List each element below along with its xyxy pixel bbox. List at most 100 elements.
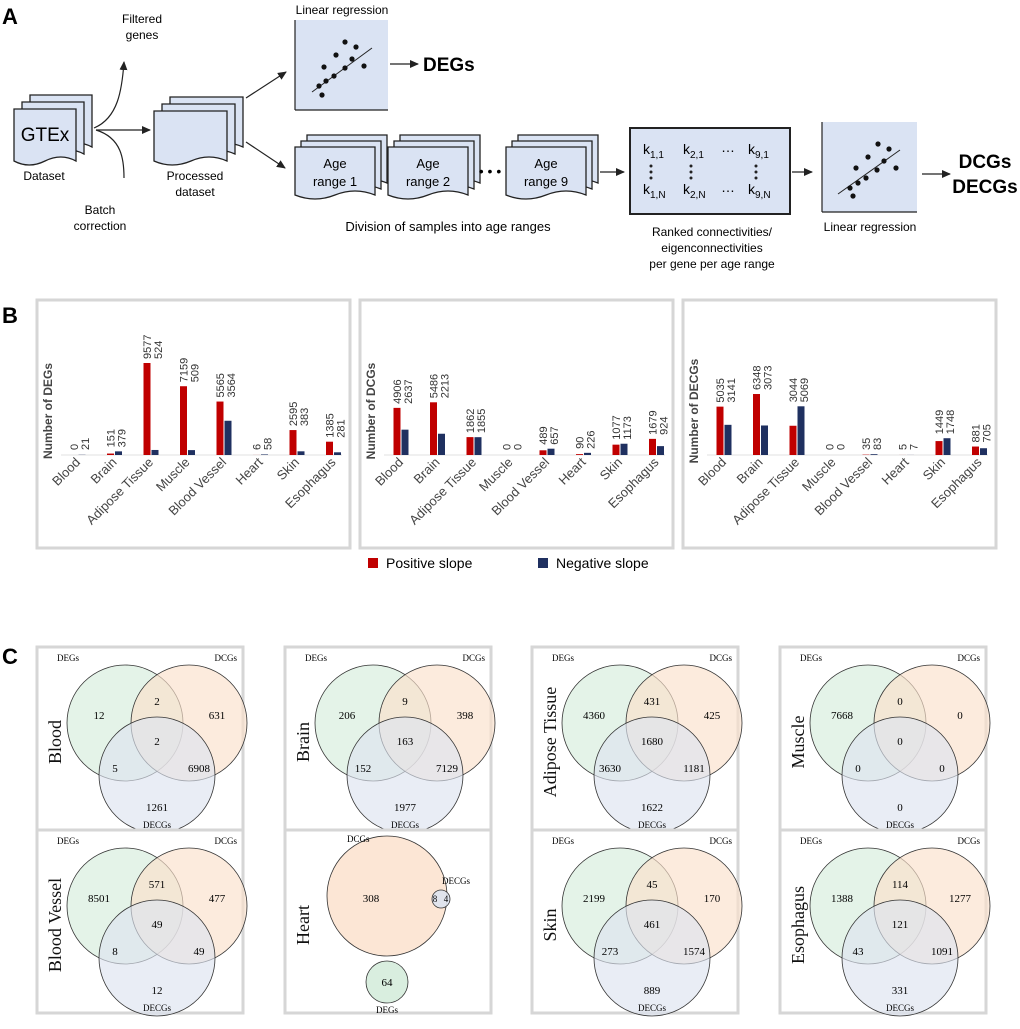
venn-region-count: 1622	[641, 802, 663, 814]
bar-negative	[152, 450, 159, 455]
age-range-ellipsis: • • •	[479, 163, 502, 179]
venn-circle-decgs	[842, 717, 958, 833]
bar-negative	[871, 454, 878, 455]
division-label: Division of samples into age ranges	[345, 219, 551, 234]
venn-region-count: 631	[209, 710, 226, 722]
gtex-label: GTEx	[21, 125, 70, 146]
bar-negative	[621, 444, 628, 455]
venn-region-count: 0	[939, 763, 945, 775]
matrix-vertical-dot	[690, 171, 693, 174]
data-label-negative: 924	[659, 417, 671, 435]
venn-region-count: 889	[644, 985, 661, 997]
processed-line1: Processed	[167, 169, 224, 183]
venn-set-label-degs: DEGs	[552, 836, 574, 846]
age-range-1: Age range 1	[295, 135, 387, 199]
data-label-negative: 705	[982, 424, 994, 442]
bar-negative	[188, 450, 195, 455]
processed-dataset-stack	[154, 97, 243, 165]
venn-region-count: 43	[853, 946, 865, 958]
data-label-negative: 2213	[440, 374, 452, 398]
category-tick-label: Skin	[920, 455, 948, 483]
category-tick-label: Brain	[411, 455, 443, 487]
category-tick-label: Heart	[556, 454, 589, 487]
venn-tissue-label: Blood Vessel	[45, 878, 65, 972]
category-tick-label: Brain	[734, 455, 766, 487]
gtex-dataset-stack: GTEx	[14, 95, 92, 165]
bar-negative	[438, 434, 445, 455]
data-label-negative: 3141	[726, 378, 738, 402]
venn-set-label-dcgs: DCGs	[214, 836, 237, 846]
venn-region-count: 0	[897, 696, 903, 708]
data-label-negative: 509	[190, 364, 202, 382]
bar-positive	[326, 442, 333, 455]
venn-region-count: 8	[112, 946, 118, 958]
venn-region-count: 425	[704, 710, 721, 722]
legend-negative-label: Negative slope	[556, 555, 649, 571]
bar-negative	[980, 448, 987, 455]
legend-positive-label: Positive slope	[386, 555, 473, 571]
matrix-vertical-dot	[755, 177, 758, 180]
batch-correction-line2: correction	[74, 219, 127, 233]
matrix-vertical-dot	[690, 177, 693, 180]
venn-set-label-degs: DEGs	[800, 836, 822, 846]
venn-region-count: 6908	[188, 763, 211, 775]
data-label-negative: 1173	[622, 416, 634, 440]
bar-negative	[725, 425, 732, 455]
venn-region-count: 1091	[931, 946, 953, 958]
bar-positive	[144, 363, 151, 455]
venn-region-count: 8	[433, 894, 438, 904]
venn-set-label-dcgs: DCGs	[709, 653, 732, 663]
venn-region-count: 12	[152, 985, 163, 997]
venn-region-count: 461	[644, 919, 661, 931]
legend: Positive slope Negative slope	[368, 555, 649, 571]
venn-region-count: 114	[892, 879, 909, 891]
bar-negative	[298, 451, 305, 455]
panel-label-b: B	[2, 303, 18, 328]
venn-set-label-decgs: DECGs	[886, 1003, 914, 1013]
venn-region-count: 12	[94, 710, 105, 722]
bar-negative	[657, 446, 664, 455]
venn-circle-decgs	[594, 900, 710, 1016]
data-label-negative: 657	[549, 426, 561, 444]
venn-circle-decgs	[594, 717, 710, 833]
data-label-negative: 1748	[945, 410, 957, 434]
data-label-negative: 21	[80, 438, 92, 450]
category-tick-label: Brain	[88, 455, 120, 487]
venn-set-label-decgs: DECGs	[442, 876, 470, 886]
bar-positive	[790, 426, 797, 455]
venn-region-count: 5	[112, 763, 118, 775]
bar-positive	[717, 407, 724, 455]
venn-region-count: 170	[704, 893, 721, 905]
decgs-output: DECGs	[952, 177, 1017, 198]
age-range-2: Age range 2	[388, 135, 480, 199]
bar-positive	[936, 441, 943, 455]
venn-circle-decgs	[842, 900, 958, 1016]
bar-negative	[584, 453, 591, 455]
age-range-2-line2: range 2	[406, 174, 450, 189]
bar-negative	[115, 451, 122, 455]
venn-tissue-label: Muscle	[788, 716, 808, 769]
venn-region-count: 398	[457, 710, 474, 722]
matrix-vertical-dot	[755, 171, 758, 174]
data-label-negative: 0	[836, 444, 848, 450]
matrix-vertical-dot	[650, 177, 653, 180]
bar-positive	[180, 386, 187, 455]
venn-region-count: 308	[363, 893, 380, 905]
data-label-negative: 226	[586, 430, 598, 448]
data-label-negative: 2637	[403, 379, 415, 403]
venn-set-label-dcgs: DCGs	[462, 653, 485, 663]
venn-region-count: 1261	[146, 802, 168, 814]
venn-region-count: 2199	[583, 893, 606, 905]
bar-positive	[649, 439, 656, 455]
bar-negative	[334, 452, 341, 455]
venn-set-label-decgs: DECGs	[638, 1003, 666, 1013]
legend-swatch-negative	[538, 558, 548, 568]
venn-region-count: 331	[892, 985, 909, 997]
venn-circle-decgs	[99, 717, 215, 833]
scatter-box-bottom	[822, 122, 917, 212]
venn-region-count: 273	[602, 946, 619, 958]
processed-line2: dataset	[175, 185, 215, 199]
